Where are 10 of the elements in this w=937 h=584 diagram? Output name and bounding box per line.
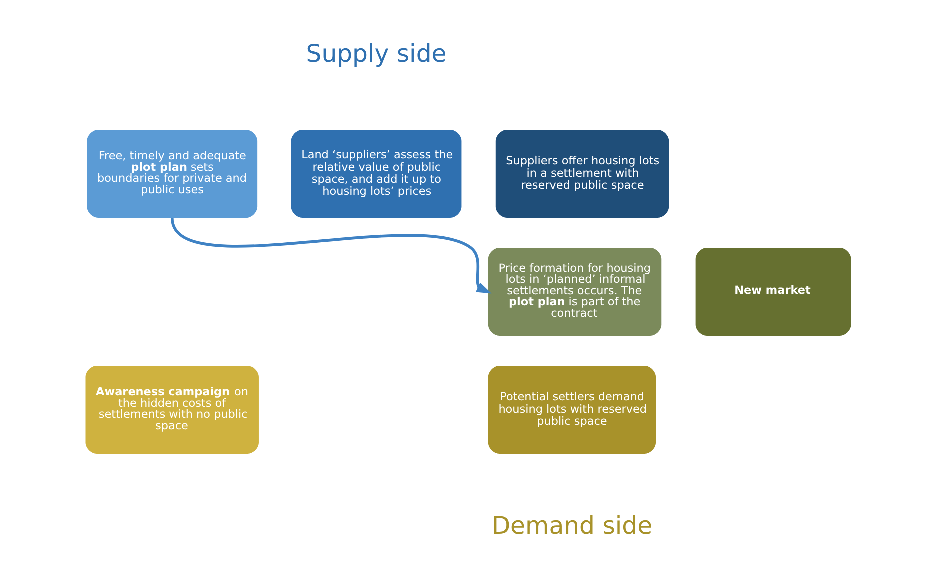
- node-box: Price formation for housing lots in ‘planned’ informal settlements occurs. The plot plan is part of the contract: [488, 248, 662, 336]
- node-box: Suppliers offer housing lots in a settlement with reserved public space: [496, 130, 670, 218]
- node-box: Potential settlers demand housing lots with reserved public space: [488, 366, 656, 454]
- node-box: Land ‘suppliers’ assess the relative value of public space, and add it up to housing lots’ prices: [291, 130, 462, 218]
- node-box: New market: [696, 248, 852, 336]
- label: Demand side: [492, 510, 653, 540]
- node-box: Awareness campaign on the hidden costs of settlements with no public space: [86, 366, 259, 454]
- arrow: [171, 218, 492, 294]
- node-box: Free, timely and adequate plot plan sets boundaries for private and public uses: [87, 130, 258, 218]
- label: Supply side: [306, 38, 447, 68]
